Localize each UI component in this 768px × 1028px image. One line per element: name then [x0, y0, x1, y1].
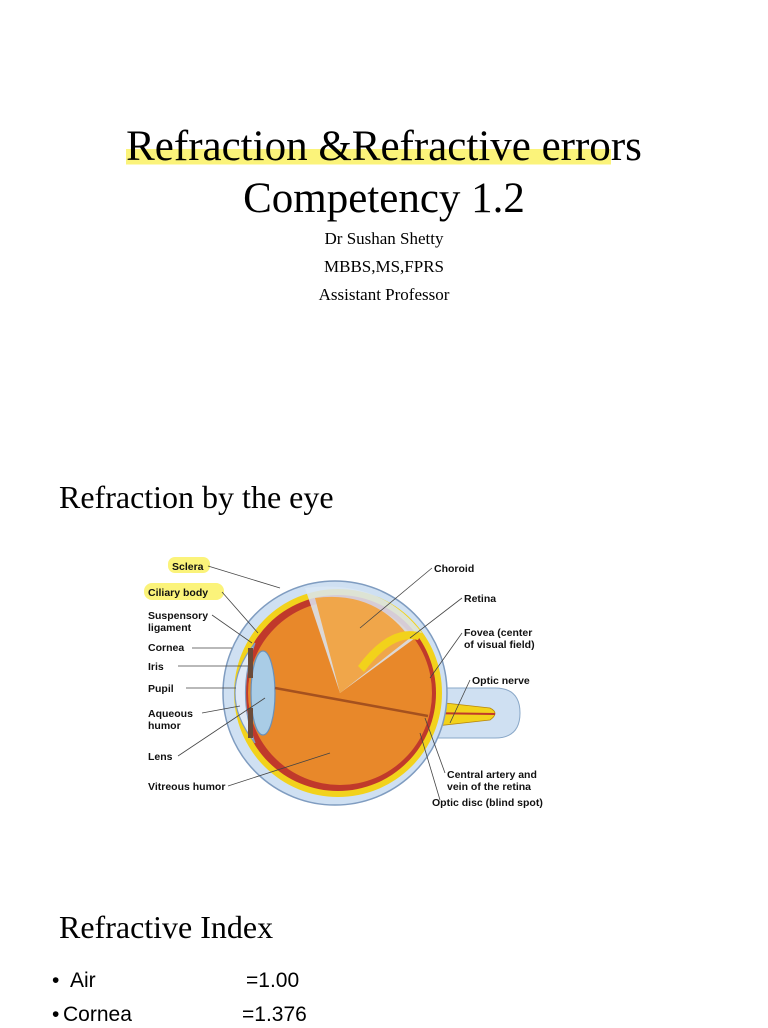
- bullet-dot: •: [52, 1003, 60, 1026]
- item-value: =1.00: [246, 969, 300, 992]
- cutaway-inner: [315, 596, 410, 693]
- section-heading-refractive-index: Refractive Index: [59, 909, 274, 945]
- label-central-artery-2: vein of the retina: [447, 781, 531, 793]
- author-degrees: MBBS,MS,FPRS: [323, 257, 445, 276]
- ciliary-highlight: [144, 583, 224, 600]
- iris-upper: [248, 648, 253, 678]
- label-central-artery-1: Central artery and: [447, 769, 537, 781]
- label-fovea-2: of visual field): [464, 639, 535, 651]
- label-cornea: Cornea: [148, 642, 184, 654]
- label-lens: Lens: [148, 751, 173, 763]
- sclera-highlight: [168, 557, 210, 573]
- label-aqueous-1: Aqueous: [148, 708, 193, 720]
- author-position: Assistant Professor: [318, 285, 450, 304]
- slide-title-line2: Competency 1.2: [243, 175, 525, 222]
- list-item: • Air =1.00: [52, 968, 352, 994]
- item-value: =1.376: [242, 1003, 307, 1026]
- bullet-dot: •: [52, 969, 60, 992]
- lens-shape: [250, 650, 276, 736]
- title-highlighted-text: Refraction &Refractive erro: [126, 123, 611, 170]
- list-item: • Cornea =1.376: [52, 1002, 352, 1028]
- slide-title-line1: Refraction &Refractive errors: [0, 122, 768, 172]
- author-name: Dr Sushan Shetty: [324, 229, 444, 248]
- cornea-shape: [234, 642, 256, 744]
- label-optic-disc: Optic disc (blind spot): [432, 797, 543, 809]
- title-rest-text: rs: [610, 123, 642, 170]
- iris-lower: [248, 708, 253, 738]
- label-sclera: Sclera: [172, 561, 204, 573]
- eye-anatomy-diagram: Sclera Ciliary body Suspensory ligament …: [144, 557, 543, 809]
- section-heading-refraction: Refraction by the eye: [59, 479, 334, 515]
- left-leader-lines: [177, 565, 331, 787]
- label-fovea-1: Fovea (center: [464, 627, 532, 639]
- label-vitreous-humor: Vitreous humor: [148, 781, 225, 793]
- visual-axis: [274, 686, 429, 718]
- label-choroid: Choroid: [434, 563, 474, 575]
- label-suspensory-1: Suspensory: [148, 610, 208, 622]
- label-iris: Iris: [148, 661, 164, 673]
- label-ciliary-body: Ciliary body: [148, 587, 208, 599]
- label-pupil: Pupil: [148, 683, 174, 695]
- label-retina: Retina: [464, 593, 496, 605]
- label-suspensory-2: ligament: [148, 622, 192, 634]
- item-name: Cornea: [63, 1003, 132, 1026]
- right-leader-lines: [359, 567, 471, 801]
- retina-fold: [358, 631, 422, 672]
- item-name: Air: [70, 969, 96, 992]
- label-aqueous-2: humor: [148, 720, 181, 732]
- label-optic-nerve: Optic nerve: [472, 675, 530, 687]
